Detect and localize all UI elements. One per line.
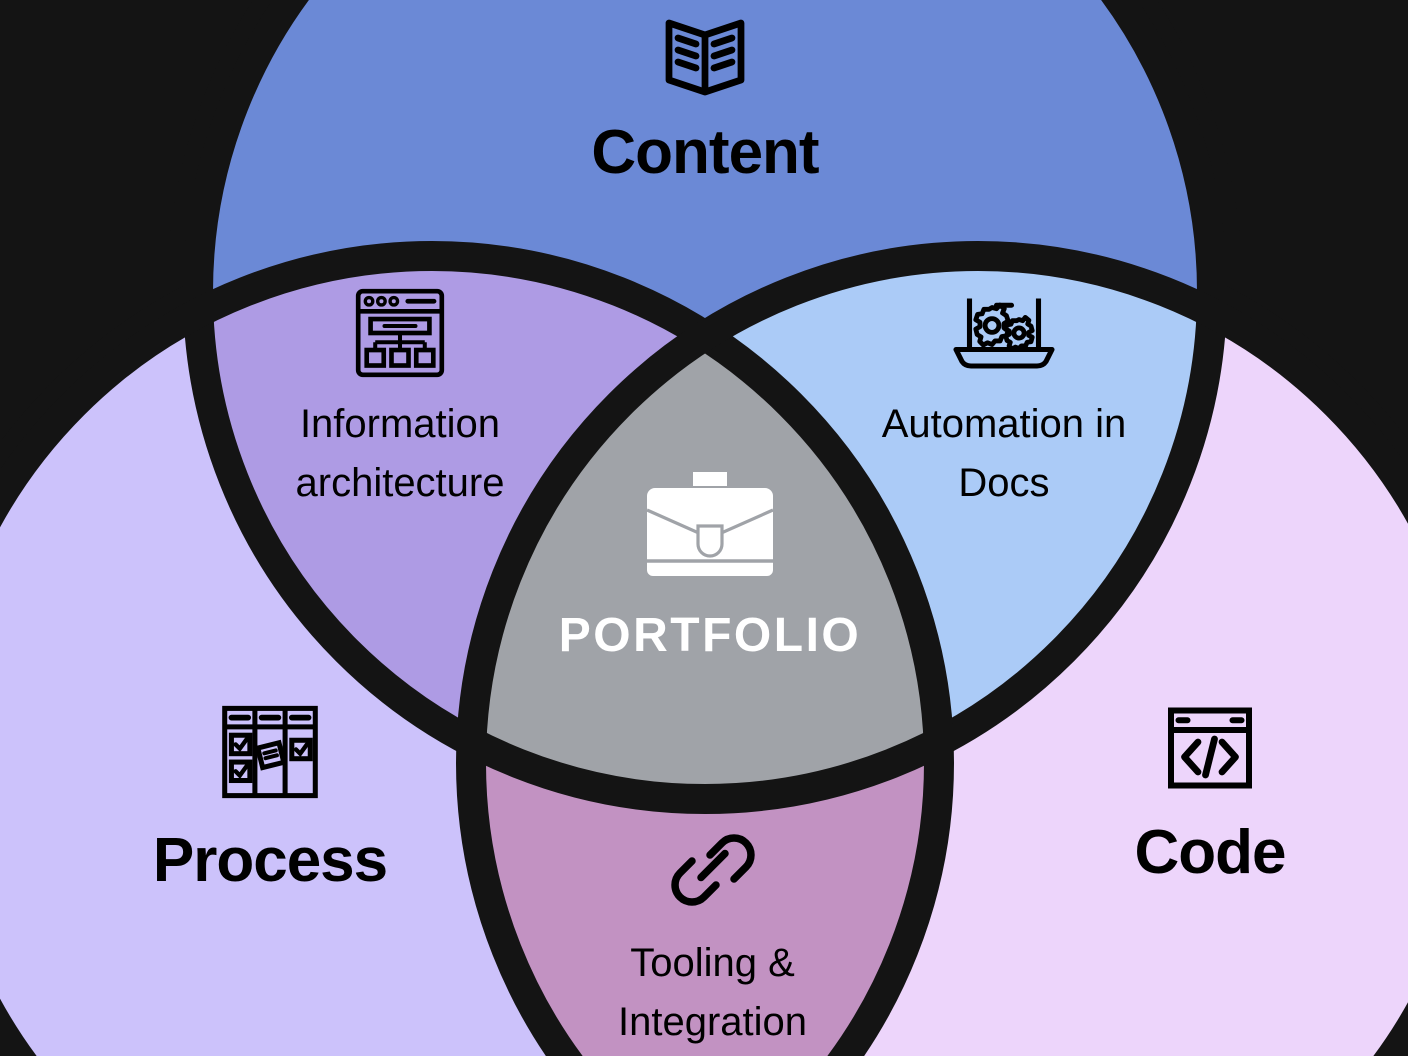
venn-diagram-canvas: Content Process	[0, 0, 1408, 1056]
venn-circles-svg	[0, 0, 1408, 1056]
circle-separators	[0, 0, 1408, 1056]
